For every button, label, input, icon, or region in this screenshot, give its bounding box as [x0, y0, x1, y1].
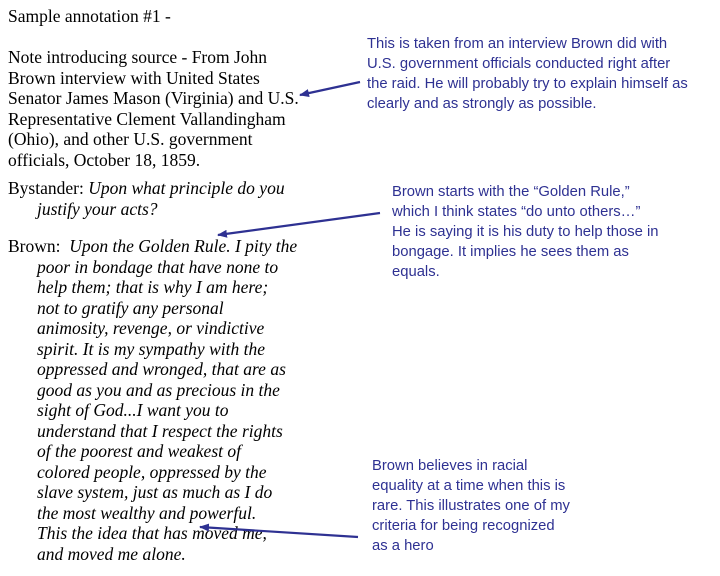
brown-line: animosity, revenge, or vindictive	[8, 318, 297, 339]
brown-line: the most wealthy and powerful.	[8, 503, 297, 524]
annotation-golden-rule: Brown starts with the “Golden Rule,” whi…	[392, 182, 658, 282]
annotation-source-context: This is taken from an interview Brown di…	[367, 34, 688, 114]
brown-speaker: Brown:	[8, 236, 61, 256]
brown-line: oppressed and wronged, that are as	[8, 359, 297, 380]
brown-line: not to gratify any personal	[8, 298, 297, 319]
brown-line: help them; that is why I am here;	[8, 277, 297, 298]
brown-quote: colored people, oppressed by the	[37, 461, 267, 482]
brown-line: Brown: Upon the Golden Rule. I pity the	[8, 236, 297, 257]
brown-quote: Upon the Golden Rule. I pity the	[69, 236, 298, 256]
annotation-line: He is saying it is his duty to help thos…	[392, 224, 659, 240]
brown-line: sight of God...I want you to	[8, 400, 297, 421]
source-note-line: Representative Clement Vallandingham	[8, 108, 286, 129]
bystander-question: Bystander: Upon what principle do you ju…	[8, 178, 285, 219]
brown-quote: help them; that is why I am here;	[37, 277, 269, 297]
brown-quote: oppressed and wronged, that are as	[37, 359, 286, 379]
annotation-line: U.S. government officials conducted righ…	[367, 56, 671, 72]
brown-quote: good as you and as precious in the	[37, 379, 280, 400]
bystander-line: Bystander: Upon what principle do you	[8, 178, 285, 199]
brown-quote: and moved me alone.	[37, 543, 186, 564]
annotation-line: Brown starts with the “Golden Rule,”	[392, 184, 630, 200]
annotation-line: This is taken from an interview Brown di…	[367, 36, 668, 52]
arrow-to-source-note	[299, 80, 361, 98]
brown-line: understand that I respect the rights	[8, 421, 297, 442]
heading-text: Sample annotation #1 -	[8, 6, 171, 26]
brown-quote: slave system, just as much as I do	[37, 482, 273, 502]
annotation-line: equality at a time when this is	[372, 478, 566, 494]
source-note-line: officials, October 18, 1859.	[8, 149, 201, 170]
annotation-racial-equality: Brown believes in racial equality at a t…	[372, 456, 570, 556]
source-note-line: Note introducing source - From John	[8, 47, 268, 67]
brown-quote: not to gratify any personal	[37, 297, 224, 318]
brown-line: poor in bondage that have none to	[8, 257, 297, 278]
bystander-line: justify your acts?	[8, 199, 285, 220]
annotation-line: bongage. It implies he sees them as	[392, 244, 629, 260]
brown-line: slave system, just as much as I do	[8, 482, 297, 503]
annotation-line: equals.	[392, 264, 440, 280]
brown-line: of the poorest and weakest of	[8, 441, 297, 462]
brown-quote: poor in bondage that have none to	[37, 256, 279, 277]
bystander-quote: Upon what principle do you	[88, 178, 285, 198]
bystander-speaker: Bystander:	[8, 178, 84, 198]
annotation-line: which I think states “do unto others…”	[392, 204, 641, 220]
arrow-to-moved-me-alone	[199, 523, 359, 539]
brown-line: colored people, oppressed by the	[8, 462, 297, 483]
annotation-line: criteria for being recognized	[372, 518, 555, 534]
brown-quote: spirit. It is my sympathy with the	[37, 338, 265, 359]
brown-line: good as you and as precious in the	[8, 380, 297, 401]
brown-line: spirit. It is my sympathy with the	[8, 339, 297, 360]
annotation-line: clearly and as strongly as possible.	[367, 96, 597, 112]
page-heading: Sample annotation #1 -	[8, 6, 171, 27]
bystander-quote: justify your acts?	[37, 198, 158, 219]
arrow-to-golden-rule	[217, 211, 381, 238]
source-note-line: Senator James Mason (Virginia) and U.S.	[8, 88, 299, 108]
annotation-line: rare. This illustrates one of my	[372, 498, 570, 514]
source-note: Note introducing source - From John Brow…	[8, 47, 299, 170]
brown-quote: understand that I respect the rights	[37, 420, 283, 441]
brown-quote: sight of God...I want you to	[37, 400, 229, 420]
brown-line: and moved me alone.	[8, 544, 297, 565]
annotation-line: as a hero	[372, 538, 434, 554]
annotation-line: the raid. He will probably try to explai…	[367, 76, 688, 92]
brown-quote: the most wealthy and powerful.	[37, 502, 257, 523]
brown-answer: Brown: Upon the Golden Rule. I pity the …	[8, 236, 297, 564]
brown-quote: animosity, revenge, or vindictive	[37, 318, 265, 338]
brown-quote: of the poorest and weakest of	[37, 441, 241, 461]
annotation-line: Brown believes in racial	[372, 458, 528, 474]
source-note-line: (Ohio), and other U.S. government	[8, 129, 253, 149]
source-note-line: Brown interview with United States	[8, 67, 260, 88]
